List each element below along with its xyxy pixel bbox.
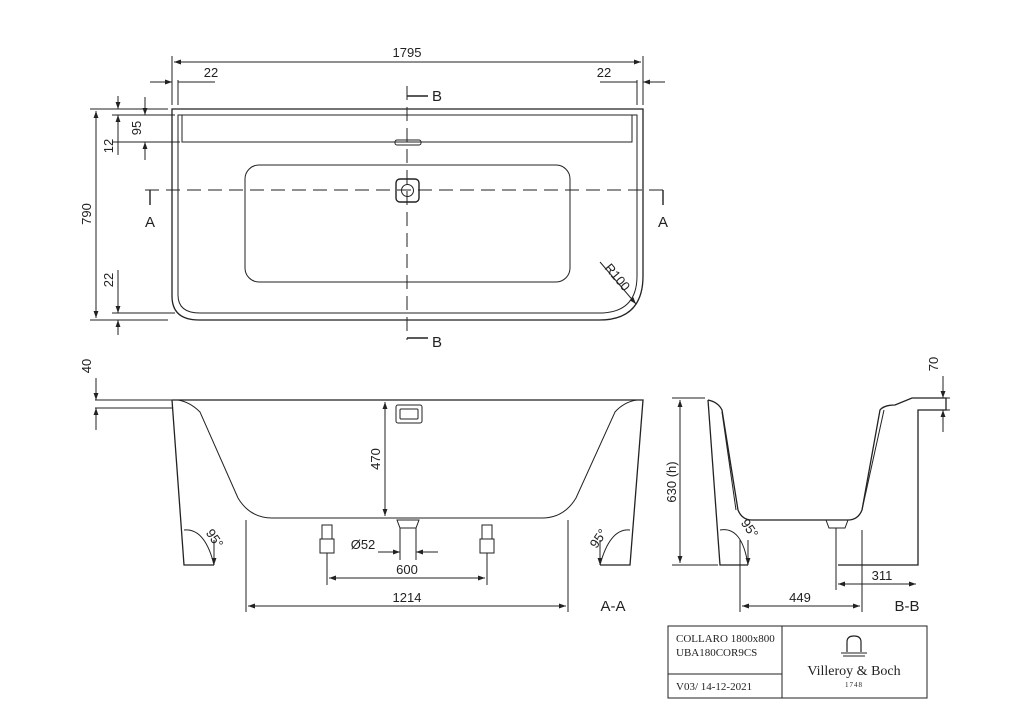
bb-outer-shell	[707, 397, 947, 566]
dim-shelf-depth: 95	[129, 121, 144, 135]
dim-overall-length: 1795	[393, 45, 422, 60]
dim-total-height: 630 (h)	[664, 461, 679, 502]
tb-code: UBA180COR9CS	[676, 647, 757, 659]
dim-rim-left: 22	[204, 65, 218, 80]
dim-drain-diameter: Ø52	[351, 537, 376, 552]
dim-rim-right: 22	[597, 65, 611, 80]
section-markers: B B A A A-A B-B	[145, 88, 920, 615]
plan-outline	[171, 108, 644, 321]
dim-inner-depth: 470	[368, 448, 383, 470]
section-bb-view	[672, 376, 950, 612]
title-block-text: COLLARO 1800x800 UBA180COR9CS V03/ 14-12…	[676, 633, 901, 693]
aa-overflow	[395, 404, 423, 424]
dim-drain-offset: 311	[872, 568, 893, 583]
section-aa-view	[93, 378, 644, 612]
dim-feet-spacing: 600	[396, 562, 418, 577]
dim-rim-height-side: 70	[926, 357, 941, 371]
section-mark-a-left: A	[145, 214, 155, 231]
villeroy-boch-logo-icon	[846, 635, 862, 652]
brand-year: 1748	[845, 681, 863, 689]
section-mark-b-top: B	[432, 88, 442, 105]
section-mark-a-right: A	[658, 214, 668, 231]
aa-foot-left	[319, 524, 335, 560]
view-label-bb: B-B	[894, 598, 919, 615]
dim-rim-height: 40	[79, 359, 94, 373]
aa-outer-shell	[171, 399, 644, 566]
section-mark-b-bottom: B	[432, 334, 442, 351]
title-block	[667, 625, 928, 699]
dim-base-length: 1214	[393, 590, 422, 605]
dim-overall-width: 790	[79, 203, 94, 225]
dimension-labels: 1795 22 22 790 95 12 22 R100 40 470 Ø52 …	[79, 45, 941, 605]
dim-shelf-step: 12	[101, 139, 116, 153]
dim-rim-front: 22	[101, 273, 116, 287]
plan-overflow	[394, 139, 422, 146]
dim-angle-left: 95°	[203, 526, 227, 551]
plan-view	[90, 56, 668, 340]
view-label-aa: A-A	[600, 598, 625, 615]
dim-base-width: 449	[789, 590, 811, 605]
dim-corner-radius: R100	[602, 260, 633, 293]
tb-version: V03/ 14-12-2021	[676, 681, 752, 693]
aa-inner-basin	[177, 399, 638, 519]
tb-model: COLLARO 1800x800	[676, 633, 775, 645]
brand-name: Villeroy & Boch	[807, 664, 900, 679]
plan-rim-inner	[177, 114, 638, 314]
aa-foot-right	[479, 524, 495, 560]
